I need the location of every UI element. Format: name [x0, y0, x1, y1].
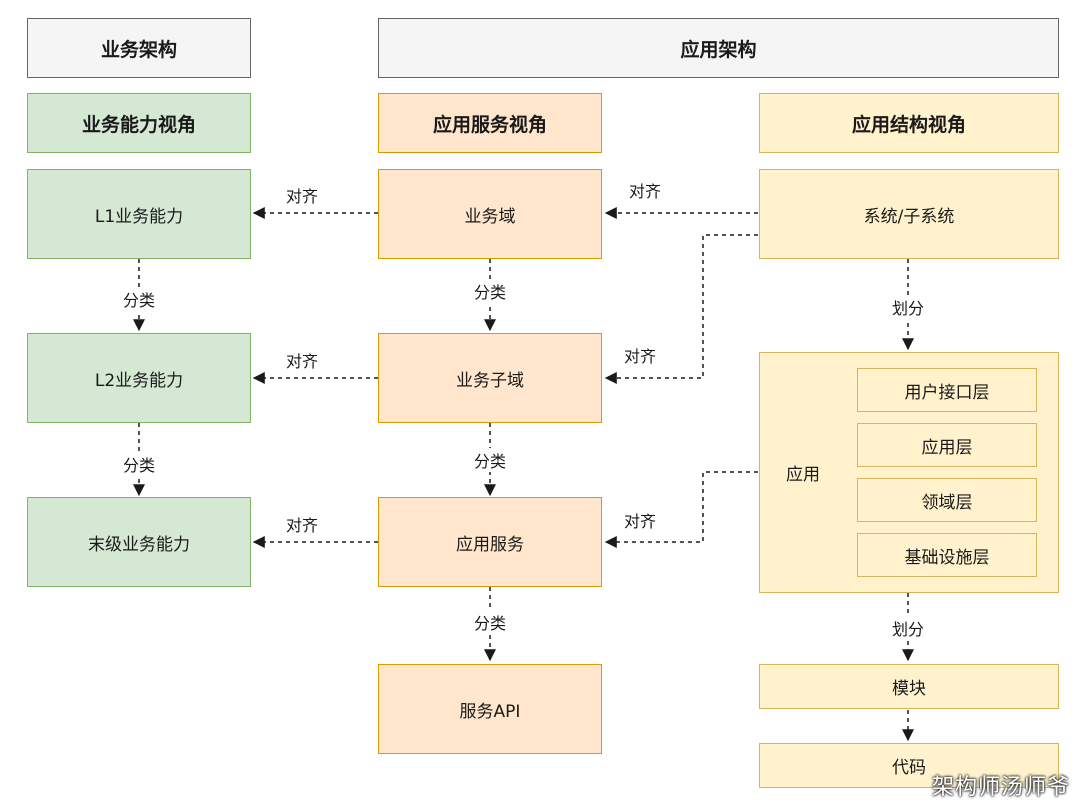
edge-label-divide-module: 划分: [889, 616, 927, 640]
business-domain-node: 业务域: [378, 169, 602, 259]
edge-label-align-l2: 对齐: [285, 352, 319, 371]
edge-label-align-leaf: 对齐: [285, 516, 319, 535]
code-node: 代码: [759, 743, 1059, 788]
system-subsystem-node: 系统/子系统: [759, 169, 1059, 259]
business-subdomain-node: 业务子域: [378, 333, 602, 423]
watermark: 架构师汤师爷: [931, 775, 1070, 800]
align-edge-system-subdomain: [604, 234, 758, 384]
application-service-node: 应用服务: [378, 497, 602, 587]
service-perspective-header: 应用服务视角: [378, 93, 602, 153]
edge-label-classify-api: 分类: [471, 610, 509, 634]
align-edge-app-appservice: [604, 471, 758, 548]
module-node: 模块: [759, 664, 1059, 709]
edge-label-align-appservice: 对齐: [623, 512, 657, 531]
business-architecture-header: 业务架构: [27, 18, 251, 78]
application-architecture-header: 应用架构: [378, 18, 1059, 78]
leaf-capability-node: 末级业务能力: [27, 497, 251, 587]
edge-label-classify-l2-leaf: 分类: [120, 452, 158, 476]
l1-capability-node: L1业务能力: [27, 169, 251, 259]
structure-perspective-header: 应用结构视角: [759, 93, 1059, 153]
l2-capability-node: L2业务能力: [27, 333, 251, 423]
application-layer: 应用层: [857, 423, 1037, 467]
edge-label-align-subdomain: 对齐: [623, 347, 657, 366]
infrastructure-layer: 基础设施层: [857, 533, 1037, 577]
edge-label-classify-domain: 分类: [471, 279, 509, 303]
capability-perspective-header: 业务能力视角: [27, 93, 251, 153]
edge-label-classify-subdomain: 分类: [471, 448, 509, 472]
application-label: 应用: [786, 465, 820, 485]
service-api-node: 服务API: [378, 664, 602, 754]
domain-layer: 领域层: [857, 478, 1037, 522]
edge-label-align-domain: 对齐: [628, 182, 662, 201]
edge-label-align-l1: 对齐: [285, 187, 319, 206]
edge-label-divide-system: 划分: [889, 295, 927, 319]
user-interface-layer: 用户接口层: [857, 368, 1037, 412]
edge-label-classify-l1-l2: 分类: [120, 287, 158, 311]
